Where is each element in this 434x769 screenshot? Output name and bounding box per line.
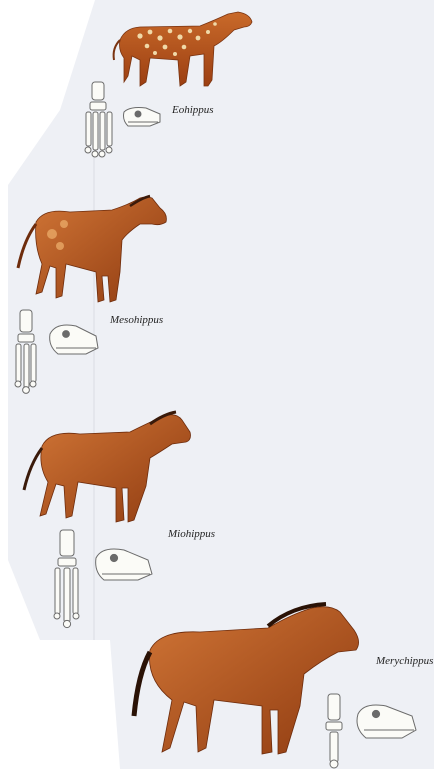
label-eohippus: Eohippus [172,104,214,116]
label-miohippus: Miohippus [168,528,215,540]
label-mesohippus: Mesohippus [110,314,163,326]
label-merychippus: Merychippus [376,655,433,667]
